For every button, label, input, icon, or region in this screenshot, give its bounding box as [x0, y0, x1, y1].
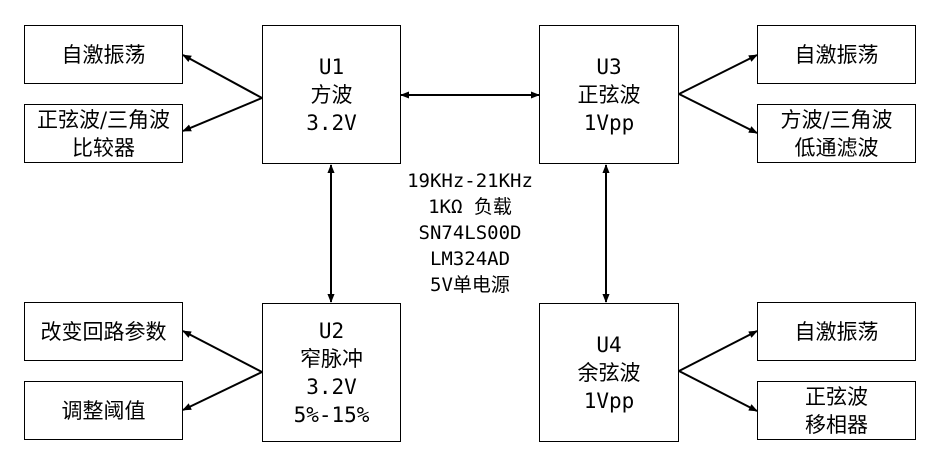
box-u4-phase-shifter-line2: 移相器: [805, 412, 868, 437]
box-u4-phase-shifter: 正弦波 移相器: [757, 381, 916, 440]
arrow-u3-selfosc: [678, 54, 758, 95]
block-u1: U1 方波 3.2V: [262, 25, 401, 164]
block-u4: U4 余弦波 1Vpp: [539, 303, 679, 442]
box-u3-self-oscillation-text: 自激振荡: [794, 42, 879, 67]
block-u3-amplitude: 1Vpp: [583, 110, 635, 135]
block-u4-amplitude: 1Vpp: [583, 388, 635, 413]
box-u2-adjust-threshold-text: 调整阈值: [61, 398, 146, 423]
block-u1-amplitude: 3.2V: [306, 110, 357, 135]
box-u4-self-oscillation: 自激振荡: [757, 302, 916, 361]
block-u1-function: 方波: [310, 82, 353, 107]
spec-opamp-ic: LM324AD: [429, 248, 511, 270]
arrow-u4-selfosc: [678, 330, 758, 372]
box-u1-self-oscillation: 自激振荡: [24, 25, 183, 84]
block-u2-duty: 5%-15%: [293, 402, 370, 427]
spec-power: 5V单电源: [430, 274, 510, 296]
box-u2-change-params-text: 改变回路参数: [40, 319, 167, 344]
box-u1-comparator-line1: 正弦波/三角波: [36, 107, 171, 132]
arrow-u1-comparator: [182, 97, 263, 132]
block-u2: U2 窄脉冲 3.2V 5%-15%: [262, 303, 401, 442]
box-u1-self-oscillation-text: 自激振荡: [61, 42, 146, 67]
block-u3-label: U3: [596, 54, 622, 79]
arrow-u2-threshold: [182, 371, 263, 411]
box-u3-self-oscillation: 自激振荡: [757, 25, 916, 84]
arrow-u1-selfosc: [182, 54, 263, 99]
box-u3-lowpass-line1: 方波/三角波: [780, 107, 893, 132]
block-u1-label: U1: [318, 54, 345, 79]
spec-frequency: 19KHz-21KHz: [407, 170, 533, 192]
box-u4-self-oscillation-text: 自激振荡: [794, 319, 879, 344]
arrow-u4-phaseshift: [678, 370, 758, 412]
block-u2-label: U2: [318, 318, 345, 343]
arrow-u2-params: [182, 330, 263, 373]
block-u4-function: 余弦波: [577, 360, 641, 385]
box-u2-change-params: 改变回路参数: [24, 302, 183, 361]
box-u2-adjust-threshold: 调整阈值: [24, 381, 183, 440]
box-u3-lowpass: 方波/三角波 低通滤波: [757, 104, 916, 163]
arrow-u3-lowpass: [678, 93, 758, 134]
box-u1-comparator: 正弦波/三角波 比较器: [24, 104, 183, 163]
block-u2-amplitude: 3.2V: [306, 374, 357, 399]
block-u2-function: 窄脉冲: [300, 346, 363, 371]
spec-logic-ic: SN74LS00D: [418, 222, 522, 244]
block-u4-label: U4: [596, 332, 622, 357]
spec-load: 1KΩ 负载: [428, 196, 512, 218]
block-u3: U3 正弦波 1Vpp: [539, 25, 679, 164]
center-specs: 19KHz-21KHz 1KΩ 负载 SN74LS00D LM324AD 5V单…: [400, 168, 540, 298]
box-u1-comparator-line2: 比较器: [72, 135, 135, 160]
block-u3-function: 正弦波: [577, 82, 641, 107]
box-u3-lowpass-line2: 低通滤波: [794, 135, 879, 160]
box-u4-phase-shifter-line1: 正弦波: [805, 384, 868, 409]
